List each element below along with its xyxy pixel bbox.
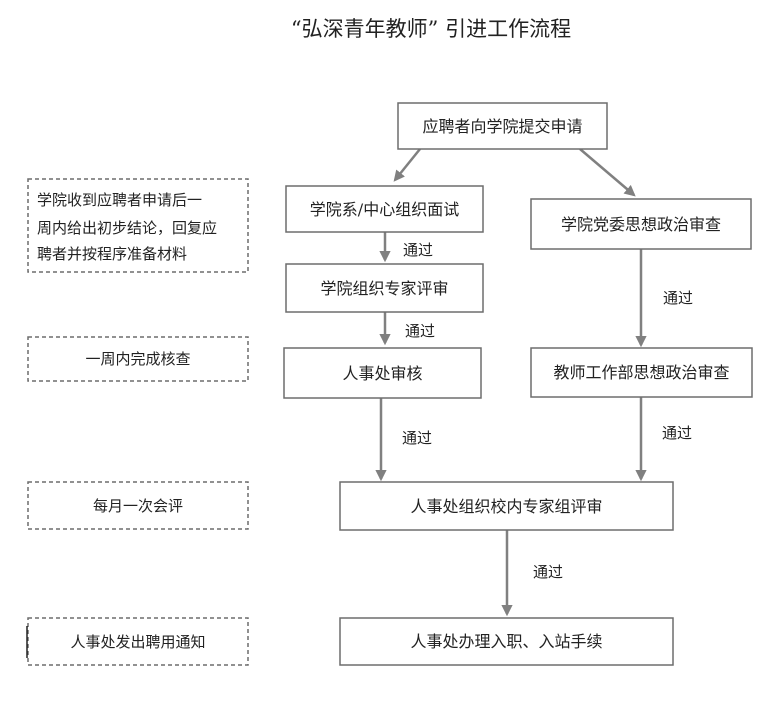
edge-label-interview-to-expert: 通过	[403, 241, 433, 259]
diagram-title: “弘深青年教师” 引进工作流程	[291, 17, 571, 41]
node-apply-label: 应聘者向学院提交申请	[422, 117, 582, 136]
node-teacher-dept-review-label: 教师工作部思想政治审查	[553, 363, 729, 382]
side-note-2-label: 一周内完成核查	[85, 350, 190, 368]
node-political-review: 学院党委思想政治审查	[530, 198, 752, 250]
arrow-apply-to-political-review	[579, 148, 636, 197]
node-onboarding-label: 人事处办理入职、入站手续	[410, 632, 602, 651]
node-school-panel: 人事处组织校内专家组评审	[339, 481, 674, 531]
node-hr-audit-label: 人事处审核	[342, 364, 422, 383]
side-note-3: 每月一次会评	[27, 481, 249, 530]
node-apply: 应聘者向学院提交申请	[397, 102, 608, 150]
edge-label-teacher-to-panel: 通过	[662, 424, 692, 442]
node-interview: 学院系/中心组织面试	[285, 185, 484, 233]
node-teacher-dept-review: 教师工作部思想政治审查	[530, 347, 753, 398]
side-note-1: 学院收到应聘者申请后一 周内给出初步结论，回复应 聘者并按程序准备材料	[27, 178, 249, 273]
node-expert-review: 学院组织专家评审	[285, 263, 484, 313]
side-note-3-label: 每月一次会评	[93, 497, 183, 515]
arrow-apply-to-interview	[393, 148, 421, 182]
edge-label-political-to-teacher: 通过	[663, 289, 693, 307]
node-school-panel-label: 人事处组织校内专家组评审	[410, 497, 602, 516]
side-note-1-line-2: 周内给出初步结论，回复应	[37, 219, 217, 237]
node-expert-review-label: 学院组织专家评审	[320, 279, 448, 298]
side-note-4: 人事处发出聘用通知	[26, 617, 249, 666]
node-interview-label: 学院系/中心组织面试	[310, 200, 459, 219]
side-note-1-line-1: 学院收到应聘者申请后一	[37, 191, 202, 209]
node-onboarding: 人事处办理入职、入站手续	[339, 617, 674, 666]
side-note-2: 一周内完成核查	[27, 336, 249, 382]
node-political-review-label: 学院党委思想政治审查	[561, 215, 721, 234]
edge-label-panel-to-onboarding: 通过	[533, 563, 563, 581]
node-hr-audit: 人事处审核	[283, 347, 482, 399]
edge-label-hr-to-panel: 通过	[402, 429, 432, 447]
side-note-1-line-3: 聘者并按程序准备材料	[37, 245, 187, 263]
side-note-4-label: 人事处发出聘用通知	[70, 633, 205, 651]
edge-label-expert-to-hr: 通过	[405, 322, 435, 340]
